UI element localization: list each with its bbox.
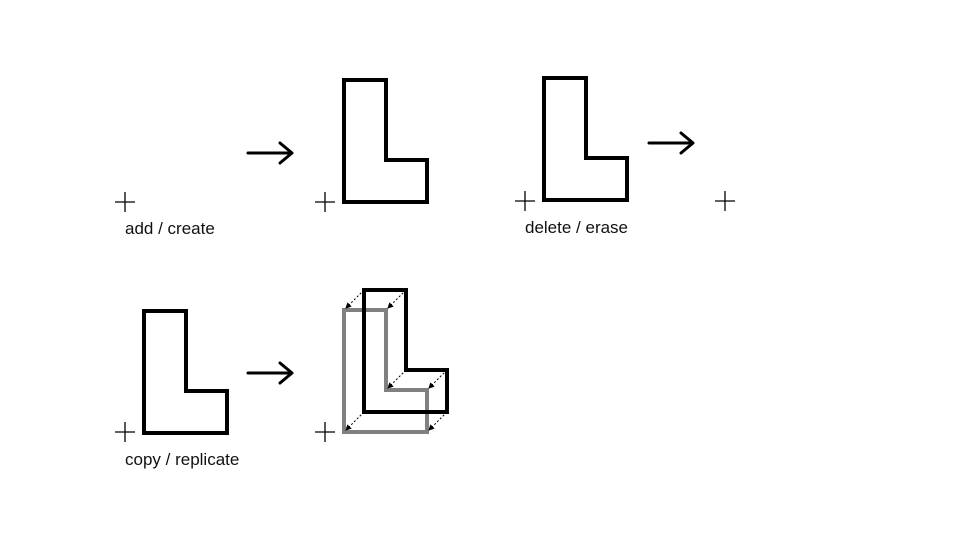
origin-plus-icon [115, 422, 135, 442]
right-arrow-icon [246, 361, 294, 385]
caption-copy-replicate: copy / replicate [125, 450, 240, 469]
dashed-arrow-icon [345, 289, 448, 431]
right-arrow-icon [246, 141, 294, 165]
origin-plus-icon [315, 422, 335, 442]
right-arrow-icon [647, 131, 695, 155]
l-shape-copy [342, 308, 429, 434]
caption-delete-erase: delete / erase [525, 218, 629, 237]
origin-plus-icon [315, 192, 335, 212]
l-shape-to-delete [542, 76, 629, 202]
origin-plus-icon [515, 191, 535, 211]
l-shape-created [342, 78, 429, 204]
origin-plus-icon [715, 191, 735, 211]
l-shape-original [142, 309, 229, 435]
caption-add-create: add / create [125, 219, 215, 238]
origin-plus-icon [115, 192, 135, 212]
